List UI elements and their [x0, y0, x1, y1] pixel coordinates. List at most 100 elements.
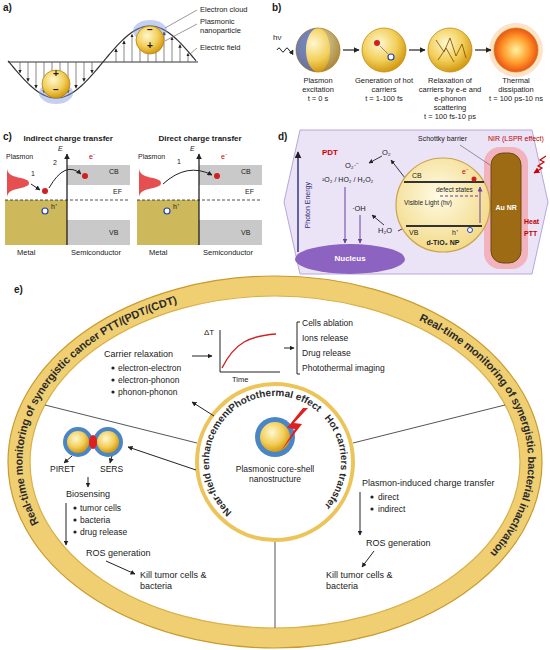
- connector-line: [297, 152, 298, 252]
- text-label: E: [190, 145, 195, 153]
- text-label: c): [3, 131, 12, 143]
- text-label: Carrier relaxation: [104, 349, 173, 360]
- arc-caption: Photothermal effect: [226, 387, 324, 414]
- path-line: [438, 48, 454, 62]
- particle-core: [97, 431, 119, 453]
- connector-line: [192, 356, 212, 357]
- text-label: electron-phonon: [118, 375, 179, 385]
- connector-line: [106, 561, 135, 574]
- connector-line: [66, 154, 67, 245]
- text-label: Relaxation of carriers by e-e and e-phon…: [418, 76, 482, 112]
- text-label: −: [53, 84, 59, 96]
- text-label: direct: [378, 492, 399, 502]
- metal-block: [137, 200, 199, 245]
- connector-line: [124, 41, 125, 62]
- hexagon-panel: [284, 130, 548, 274]
- particle-core: [67, 431, 89, 453]
- connector-line: [165, 10, 197, 28]
- bullet: [73, 518, 76, 521]
- connector-line: [480, 187, 481, 223]
- text-label: Semiconductor: [203, 248, 253, 257]
- text-label: Plasmon: [6, 153, 33, 161]
- arc-caption: Hot carriers transfer: [323, 412, 350, 512]
- text-label: h⁺: [452, 229, 458, 237]
- nanoparticle-circle: [396, 158, 490, 252]
- text-label: O₂·⁻: [345, 161, 359, 170]
- text-label: PDT: [322, 148, 338, 158]
- text-label: CB: [109, 168, 119, 176]
- connector-line: [110, 456, 112, 463]
- connector-line: [372, 215, 384, 225]
- text-label: hν: [273, 33, 281, 43]
- bullet: [370, 507, 373, 510]
- text-label: electron-electron: [118, 363, 181, 373]
- connector-line: [132, 34, 133, 62]
- connector-line: [36, 62, 37, 88]
- connector-line: [406, 225, 482, 227]
- connector-line: [440, 195, 480, 196]
- text-label: Schottky barrier: [418, 135, 467, 143]
- text-label: VB: [241, 229, 250, 237]
- nir-glow: [484, 147, 528, 269]
- node-text: d-TiO₂ NP: [427, 239, 460, 247]
- connector-line: [284, 348, 294, 349]
- text-label: Metal: [17, 248, 35, 257]
- text-label: Drug release: [302, 348, 351, 358]
- text-label: Electron cloud: [200, 5, 248, 14]
- text-label: Thermal dissipation: [485, 76, 547, 94]
- charge-crescent: [296, 28, 318, 72]
- text-label: +: [53, 68, 59, 80]
- path-line: [277, 48, 293, 52]
- text-label: CB: [241, 168, 251, 176]
- connector-line: [28, 62, 29, 81]
- text-label: Kill tumor cells & bacteria: [140, 570, 240, 592]
- text-label: e⁻: [462, 168, 468, 176]
- plasmon-peak: [7, 168, 29, 198]
- connector-line: [409, 49, 425, 50]
- charge-crescent: [318, 28, 340, 72]
- text-label: VB: [409, 229, 418, 237]
- text-label: H₂O: [378, 226, 392, 235]
- text-label: Photothermal imaging: [302, 363, 385, 373]
- node-text: Nucleus: [335, 254, 366, 264]
- nanoparticle: [362, 28, 406, 72]
- text-label: Electric field: [200, 43, 240, 52]
- connector-line: [362, 551, 374, 567]
- metal-block: [5, 200, 67, 245]
- connector-line: [360, 492, 361, 535]
- path-line: [436, 38, 466, 58]
- text-label: t = 1-100 fs: [353, 94, 415, 103]
- connector-line: [353, 405, 505, 443]
- electron-dot: [42, 188, 48, 194]
- arc-caption-path: Real-time monitoring of synergistic canc…: [12, 293, 178, 527]
- text-label: Semiconductor: [71, 248, 121, 257]
- connector-line: [172, 37, 173, 62]
- text-label: Plasmon-induced charge transfer: [362, 478, 495, 489]
- conduction-band: [199, 165, 262, 185]
- text-label: h⁺: [173, 203, 179, 211]
- text-label: bacteria: [80, 515, 110, 525]
- text-label: e⁻: [89, 153, 95, 161]
- text-label: 2: [53, 159, 57, 167]
- nanoparticle: [428, 28, 472, 72]
- particle-core: [260, 422, 290, 452]
- connector-line: [475, 49, 491, 50]
- text-label: d): [278, 131, 287, 143]
- text-label: defect states: [436, 186, 473, 194]
- connector-line: [128, 447, 196, 470]
- text-label: indirect: [378, 504, 405, 514]
- core-shell-particle: [255, 417, 295, 457]
- connector-line: [180, 45, 181, 62]
- text-label: ROS generation: [366, 538, 431, 549]
- text-label: ROS generation: [86, 548, 151, 559]
- text-label: Direct charge transfer: [159, 134, 242, 144]
- bullet: [111, 366, 114, 369]
- connector-line: [460, 145, 490, 165]
- center-circle: [197, 384, 353, 540]
- connector-line: [188, 53, 189, 62]
- text-label: Visible Light (hν): [404, 199, 452, 207]
- connector-line: [31, 184, 40, 190]
- text-label: ·OH: [352, 204, 366, 213]
